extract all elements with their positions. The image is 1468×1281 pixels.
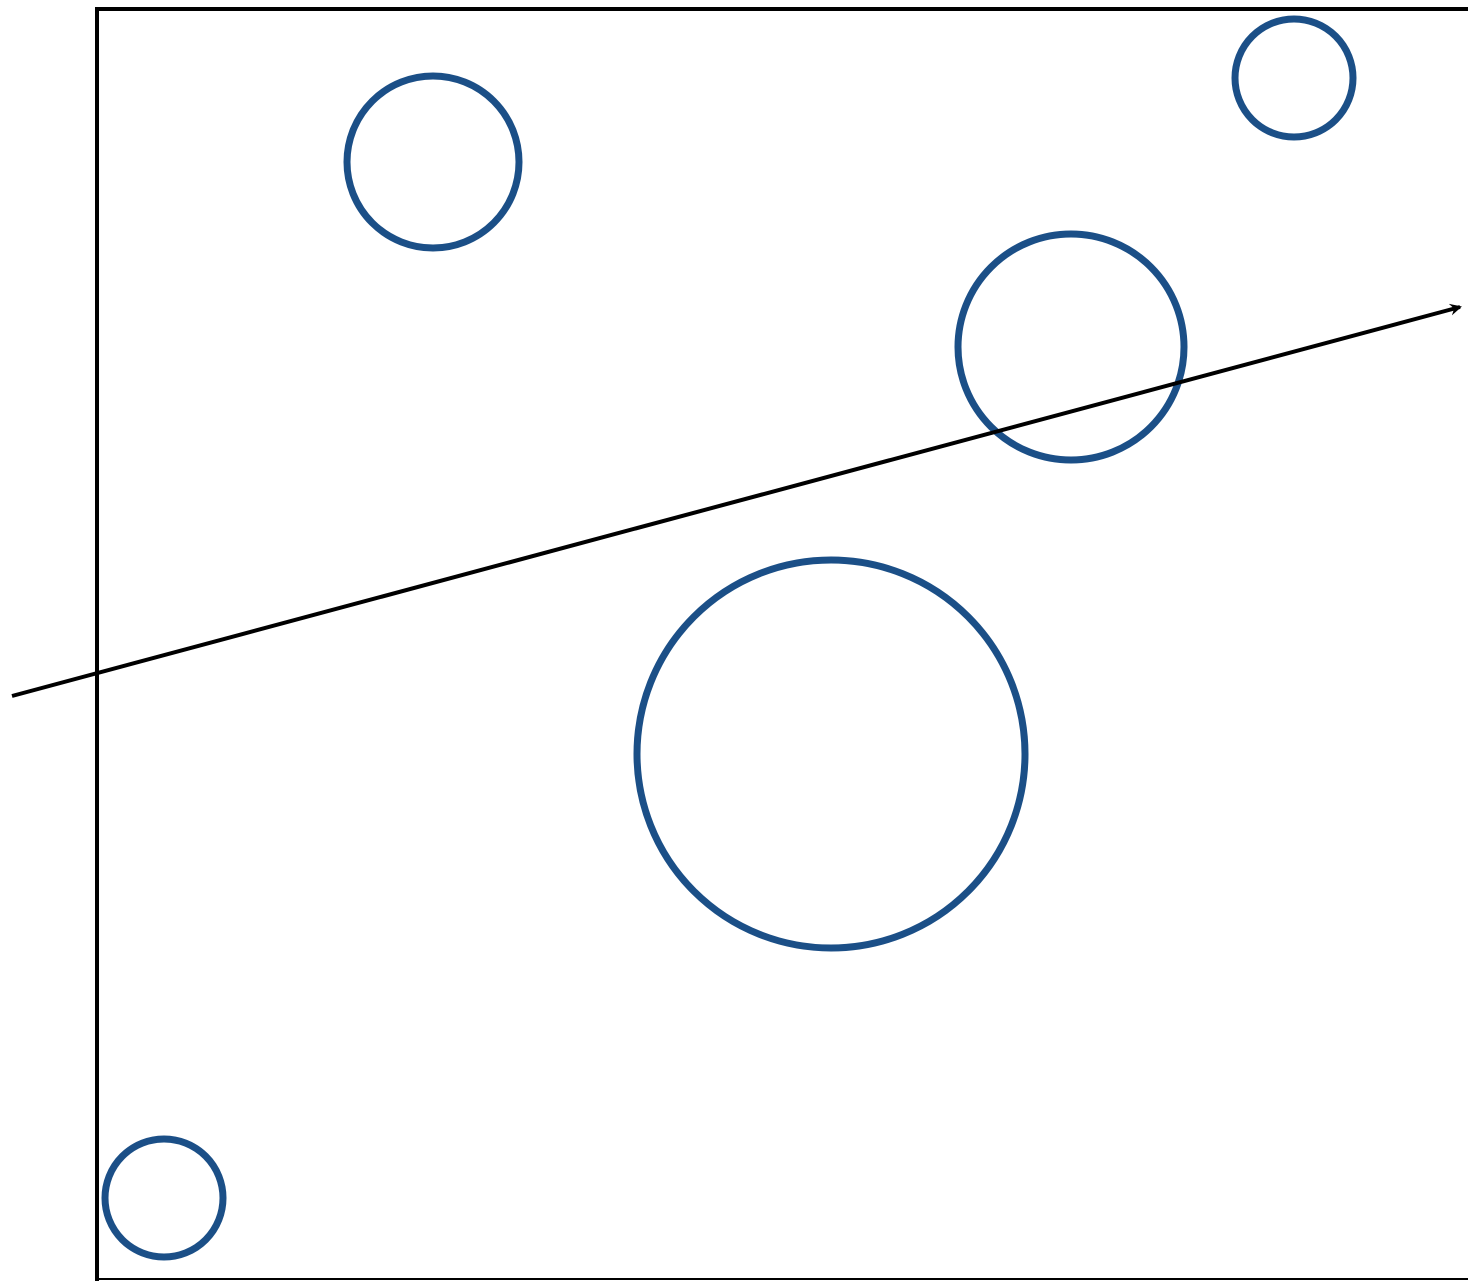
circle-large-center [633,556,1029,952]
circle-top-left [343,72,523,252]
direction-arrow [11,303,1462,698]
circle-bottom-left [101,1135,227,1261]
circle-top-right [1231,15,1357,141]
circle-middle-right [954,230,1188,464]
